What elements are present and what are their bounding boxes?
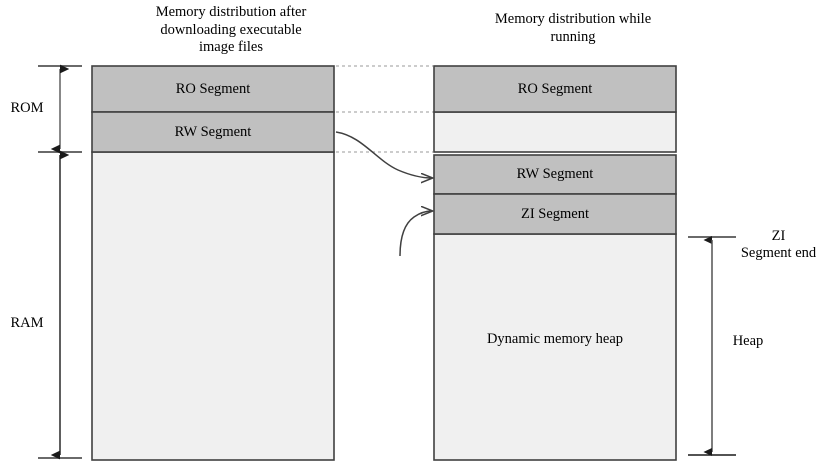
left-column-title: Memory distribution after downloading ex… xyxy=(155,4,307,55)
left-brackets xyxy=(38,64,82,460)
left-rw-segment-block xyxy=(91,111,335,153)
right-zi-segment-block xyxy=(433,193,677,235)
relocation-arrows xyxy=(335,131,432,257)
right-brackets xyxy=(688,235,736,457)
right-zi-segment-label: ZI Segment xyxy=(520,206,590,222)
right-heap-block xyxy=(433,233,677,461)
zi-segment-end-label: ZI Segment end xyxy=(740,228,817,261)
zi-creation-arrow xyxy=(399,211,432,257)
right-gap-block xyxy=(433,111,677,153)
right-column-title: Memory distribution while running xyxy=(494,11,652,45)
right-rw-segment-label: RW Segment xyxy=(516,166,594,182)
right-ro-segment-label: RO Segment xyxy=(517,81,593,97)
right-ro-segment-block xyxy=(433,65,677,113)
right-memory-column xyxy=(433,65,677,461)
left-ro-segment-label: RO Segment xyxy=(175,81,251,97)
left-rw-segment-label: RW Segment xyxy=(174,124,252,140)
rom-bracket-label: ROM xyxy=(10,100,44,116)
right-heap-label: Dynamic memory heap xyxy=(486,331,624,347)
ram-bracket-label: RAM xyxy=(10,315,44,331)
right-rw-segment-block xyxy=(433,154,677,195)
rw-relocation-arrow xyxy=(335,131,432,178)
guide-lines xyxy=(336,65,433,153)
left-free-block xyxy=(91,151,335,461)
heap-bracket-label: Heap xyxy=(732,333,764,349)
left-ro-segment-block xyxy=(91,65,335,113)
left-memory-column xyxy=(91,65,335,461)
